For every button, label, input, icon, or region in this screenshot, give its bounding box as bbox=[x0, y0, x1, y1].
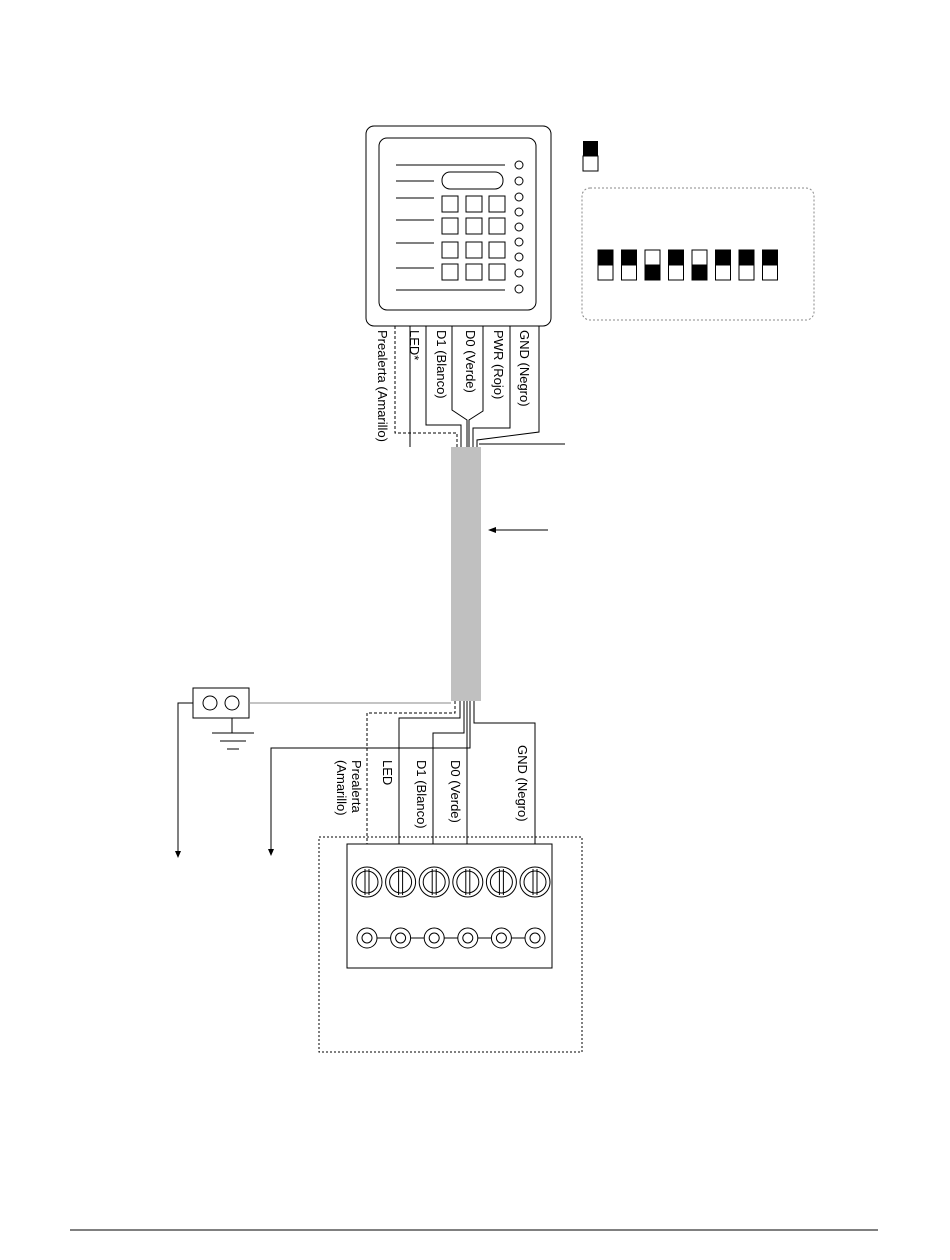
ground-terminal-block bbox=[193, 688, 249, 718]
terminal-block bbox=[347, 844, 552, 968]
dip-switch-5[interactable] bbox=[692, 250, 707, 280]
keypad-reader bbox=[366, 126, 551, 326]
label-d0-top: D0 (Verde) bbox=[463, 330, 478, 393]
wire-shield-bottom bbox=[271, 701, 470, 850]
reader-leds bbox=[515, 161, 523, 293]
label-d0-bottom: D0 (Verde) bbox=[448, 760, 463, 823]
dip-switch-8[interactable] bbox=[763, 250, 778, 280]
cable-pointer-arrow bbox=[488, 527, 548, 533]
dip-switch-3[interactable] bbox=[645, 250, 660, 280]
label-led-top: LED* bbox=[407, 330, 422, 360]
label-prealerta-top: Prealerta (Amarillo) bbox=[375, 330, 390, 442]
dip-switch-legend bbox=[583, 141, 598, 171]
dip-switch-1[interactable] bbox=[598, 250, 613, 280]
dip-switch-bank[interactable] bbox=[598, 250, 778, 280]
label-prealerta-bottom-2: (Amarillo) bbox=[334, 760, 349, 816]
arrow-down-icon bbox=[268, 849, 274, 856]
label-prealerta-bottom-1: Prealerta bbox=[349, 760, 364, 814]
label-pwr-top: PWR (Rojo) bbox=[491, 330, 506, 399]
dip-switch-4[interactable] bbox=[669, 250, 684, 280]
reader-display bbox=[442, 172, 503, 189]
bottom-wires bbox=[271, 701, 535, 850]
label-gnd-top: GND (Negro) bbox=[517, 330, 532, 407]
cable-jacket bbox=[451, 447, 481, 701]
label-d1-top: D1 (Blanco) bbox=[434, 330, 449, 399]
dip-switch-7[interactable] bbox=[739, 250, 754, 280]
dip-switch-6[interactable] bbox=[716, 250, 731, 280]
bottom-wire-labels: Prealerta (Amarillo) LED D1 (Blanco) D0 … bbox=[334, 745, 530, 829]
label-d1-bottom: D1 (Blanco) bbox=[414, 760, 429, 829]
label-led-bottom: LED bbox=[380, 760, 395, 785]
label-gnd-bottom: GND (Negro) bbox=[515, 745, 530, 822]
arrow-down-icon bbox=[175, 851, 181, 858]
dip-switch-2[interactable] bbox=[622, 250, 637, 280]
